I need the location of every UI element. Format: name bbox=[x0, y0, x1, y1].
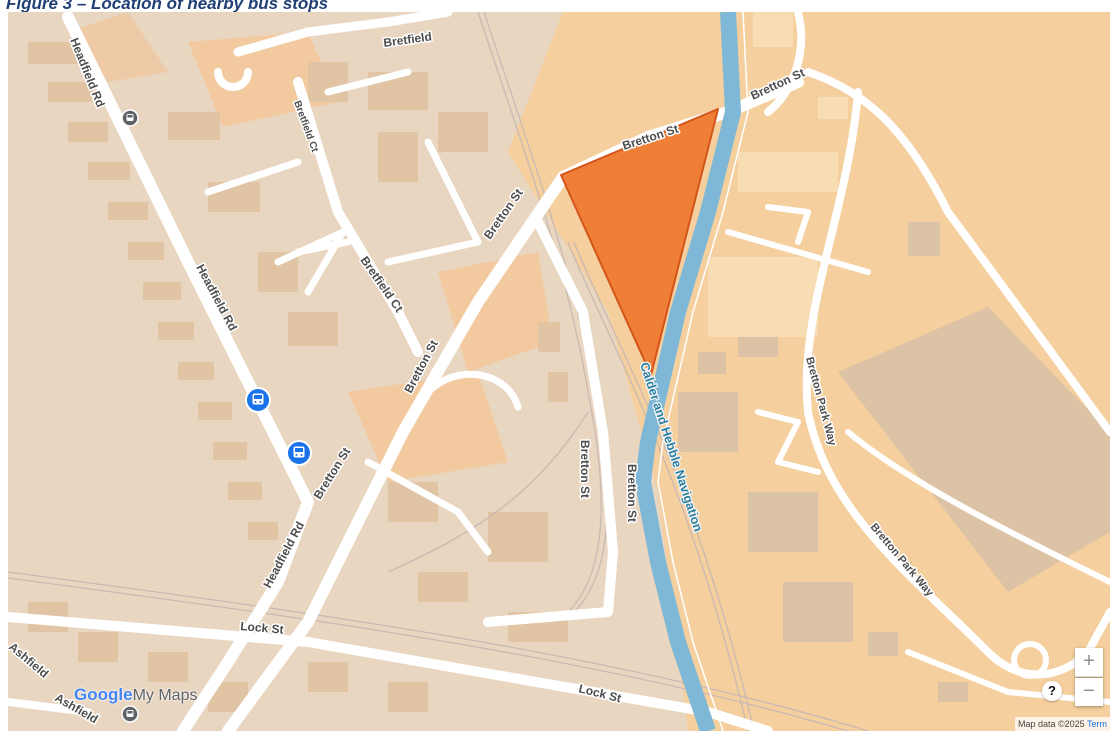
industrial-zone-west-4 bbox=[68, 12, 168, 82]
attribution-text: Map data ©2025 bbox=[1017, 719, 1085, 729]
buildings-east bbox=[708, 12, 848, 337]
google-logo-text: Google bbox=[74, 685, 133, 704]
roads bbox=[8, 12, 1110, 731]
figure-caption: Figure 3 – Location of nearby bus stops bbox=[6, 0, 329, 13]
bus-stop-icon[interactable] bbox=[286, 440, 312, 466]
terms-link[interactable]: Term bbox=[1087, 719, 1107, 729]
canal-calder-hebble bbox=[635, 12, 741, 731]
bus-stop-icon[interactable] bbox=[121, 109, 139, 127]
map-canvas[interactable]: Headfield Rd Bretfield Bretfield Ct Bret… bbox=[8, 12, 1110, 731]
street-label: Lock St bbox=[240, 619, 284, 637]
bus-stop-icon[interactable] bbox=[245, 387, 271, 413]
map-attribution: Map data ©2025 Term bbox=[1014, 717, 1110, 731]
buildings-east-dark bbox=[678, 222, 1110, 702]
street-label: Bretton St bbox=[625, 464, 639, 522]
bus-stop-icon[interactable] bbox=[121, 705, 139, 723]
canal-towpath bbox=[657, 12, 749, 731]
help-button[interactable]: ? bbox=[1042, 681, 1062, 701]
zoom-in-button[interactable]: + bbox=[1075, 648, 1103, 677]
street-label: Bretton St bbox=[578, 440, 592, 498]
site-area-polygon[interactable] bbox=[560, 108, 719, 376]
google-my-maps-logo: GoogleMy Maps bbox=[74, 685, 197, 705]
industrial-zone-west-2 bbox=[438, 252, 553, 372]
zoom-out-button[interactable]: − bbox=[1075, 678, 1103, 706]
my-maps-text: My Maps bbox=[132, 687, 198, 704]
map-view[interactable]: Headfield Rd Bretfield Bretfield Ct Bret… bbox=[8, 12, 1110, 731]
